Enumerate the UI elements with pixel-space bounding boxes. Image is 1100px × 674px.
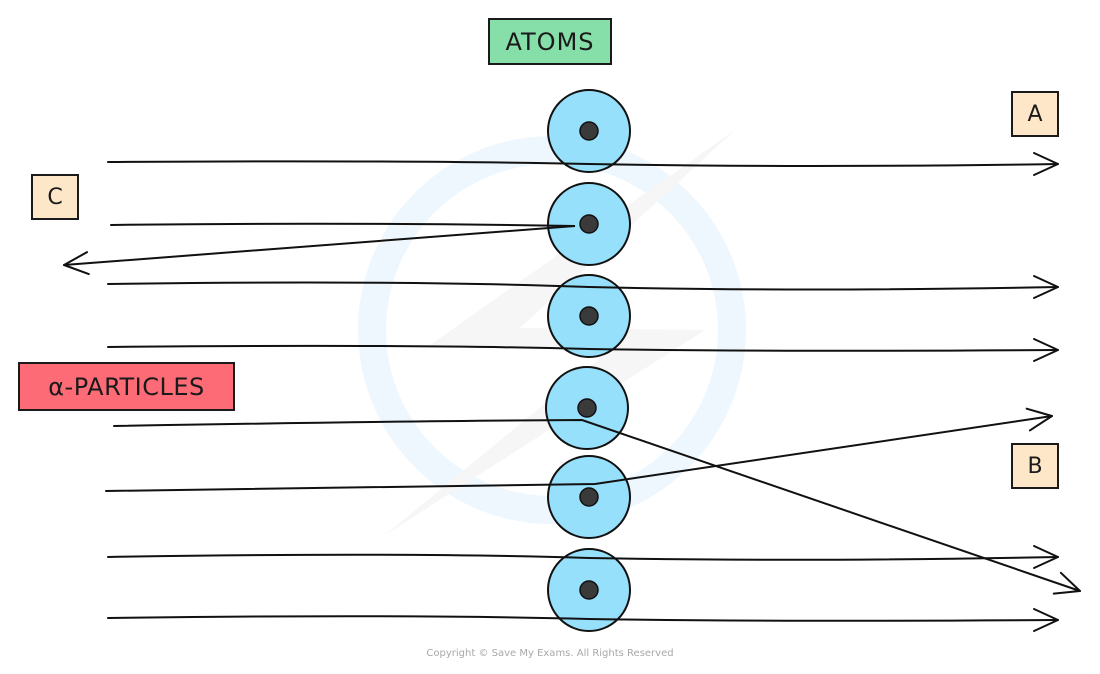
copyright-notice: Copyright © Save My Exams. All Rights Re… <box>426 648 674 659</box>
alpha-path-7-to-a <box>107 545 1059 569</box>
alpha-path-6-to-b <box>105 407 1053 492</box>
alpha-path-3-to-a <box>107 275 1059 299</box>
trajectory-line <box>107 281 1059 291</box>
alpha-path-1-to-a <box>107 152 1059 176</box>
alpha-particles-label: α-PARTICLES <box>18 362 235 411</box>
arrowhead-icon <box>63 251 90 276</box>
atom-2 <box>547 182 631 266</box>
outcome-label-a: A <box>1011 91 1059 137</box>
trajectory-line <box>107 160 1059 167</box>
atom-1 <box>547 89 631 173</box>
alpha-path-5-to-b <box>113 418 1081 595</box>
arrowhead-icon <box>1033 338 1059 362</box>
outcome-label-b: B <box>1011 443 1059 489</box>
nucleus <box>579 306 599 326</box>
arrowhead-icon <box>1033 275 1059 299</box>
alpha-path-4-to-a <box>107 338 1059 362</box>
particle-paths <box>63 152 1081 632</box>
alpha-path-8-to-a <box>107 608 1059 632</box>
atom-column <box>545 89 631 632</box>
nucleus <box>579 121 599 141</box>
nucleus <box>579 214 599 234</box>
arrowhead-icon <box>1033 608 1059 632</box>
atom-6 <box>547 548 631 632</box>
arrowhead-icon <box>1052 571 1081 595</box>
nucleus <box>577 398 597 418</box>
trajectory-line <box>113 418 1081 592</box>
trajectory-line <box>107 615 1059 622</box>
trajectory-line <box>63 222 576 266</box>
atom-5 <box>547 455 631 539</box>
arrowhead-icon <box>1033 545 1059 569</box>
alpha-path-2-to-c <box>63 222 576 276</box>
trajectory-line <box>107 553 1059 561</box>
atom-3 <box>547 274 631 358</box>
nucleus <box>579 580 599 600</box>
trajectory-line <box>105 415 1053 492</box>
outcome-label-c: C <box>31 174 79 220</box>
trajectory-line <box>107 344 1059 352</box>
atoms-label: ATOMS <box>488 18 612 65</box>
arrowhead-icon <box>1025 407 1053 432</box>
nucleus <box>579 487 599 507</box>
arrowhead-icon <box>1033 152 1059 176</box>
atom-4 <box>545 366 629 450</box>
